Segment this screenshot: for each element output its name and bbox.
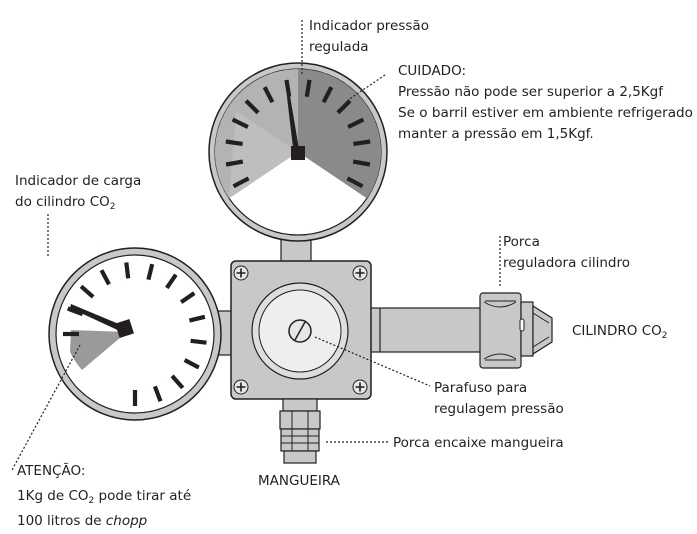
pressure-gauge-tick (284, 79, 292, 98)
atencao-line1-a: 1Kg de CO (17, 488, 89, 504)
regulator-body (230, 260, 372, 400)
pressure-gauge-tick (225, 159, 244, 167)
leader-parafuso (314, 336, 431, 387)
carga-text: do cilindro CO (15, 194, 110, 210)
charge-gauge-tick (190, 338, 207, 345)
carga-subscript: 2 (110, 202, 116, 212)
label-indicador-pressao-line2: regulada (309, 39, 369, 55)
charge-gauge-tick (188, 314, 206, 323)
label-porca-encaixe: Porca encaixe mangueira (393, 435, 564, 451)
label-indicador-carga-line2: do cilindro CO2 (15, 194, 116, 212)
pressure-gauge-tick (231, 117, 249, 129)
charge-gauge-tick (146, 263, 155, 281)
plus-screw-icon (352, 379, 368, 395)
plus-screw-icon (233, 379, 249, 395)
charge-gauge-tick (170, 374, 185, 390)
cylinder-nut (479, 292, 553, 369)
pressure-gauge-tick (347, 117, 365, 129)
cylinder-charge-gauge (48, 247, 222, 421)
charge-gauge-tick (124, 262, 131, 279)
right-pipe (369, 307, 483, 353)
plus-screw-icon (233, 265, 249, 281)
charge-gauge-tick (99, 269, 111, 286)
pressure-gauge-tick (321, 86, 334, 104)
charge-gauge-scale (63, 262, 207, 406)
label-atencao-title: ATENÇÃO: (17, 462, 85, 479)
label-indicador-pressao-line1: Indicador pressão (309, 18, 429, 34)
pressure-zone-danger (298, 68, 382, 199)
label-porca-reguladora-line1: Porca (503, 234, 540, 250)
charge-gauge-tick (66, 306, 84, 317)
charge-needle-hub (115, 319, 134, 338)
label-parafuso-line2: regulagem pressão (434, 401, 564, 417)
pressure-gauge-tick (353, 139, 371, 146)
label-cuidado-line1: Pressão não pode ser superior a 2,5Kgf (398, 84, 664, 100)
atencao-line1-b: pode tirar até (94, 488, 191, 504)
pressure-gauge-tick (336, 99, 352, 115)
atencao-subscript: 2 (89, 496, 95, 506)
pressure-gauge (208, 62, 388, 242)
label-atencao-line2: 100 litros de chopp (17, 513, 147, 529)
charge-zone-low (70, 330, 127, 370)
label-mangueira: MANGUEIRA (258, 473, 341, 489)
label-indicador-carga-line1: Indicador de carga (15, 173, 141, 189)
pressure-gauge-tick (244, 99, 260, 115)
pressure-zone-safe-light (229, 111, 298, 199)
leader-atencao (11, 344, 81, 471)
pressure-needle-hub (291, 146, 305, 160)
label-cuidado-line3: manter a pressão em 1,5Kgf. (398, 126, 594, 142)
cilindro-text: CILINDRO CO (572, 323, 662, 339)
leader-cuidado (347, 74, 386, 101)
cilindro-subscript: 2 (662, 331, 668, 341)
charge-gauge-tick (165, 273, 178, 290)
label-cuidado-title: CUIDADO: (398, 63, 466, 79)
atencao-line2-a: 100 litros de (17, 513, 106, 529)
charge-gauge-tick (152, 385, 163, 403)
slotted-screw-icon[interactable] (288, 319, 312, 343)
charge-gauge-tick (179, 291, 196, 304)
pressure-gauge-scale (225, 79, 371, 189)
pressure-gauge-tick (225, 139, 243, 146)
hose-nut (279, 398, 321, 464)
charge-gauge-tick (183, 358, 200, 370)
label-parafuso-line1: Parafuso para (434, 380, 527, 396)
atencao-line2-chopp: chopp (106, 513, 147, 529)
pressure-gauge-tick (232, 176, 250, 189)
charge-gauge-tick (79, 284, 95, 299)
pressure-gauge-tick (262, 86, 275, 104)
pressure-gauge-tick (346, 176, 364, 189)
label-cuidado-line2: Se o barril estiver em ambiente refriger… (398, 105, 693, 121)
pressure-gauge-tick (352, 159, 371, 167)
plus-screw-icon (352, 265, 368, 281)
label-atencao-line1: 1Kg de CO2 pode tirar até (17, 488, 191, 506)
label-cilindro-co2: CILINDRO CO2 (572, 323, 668, 341)
pressure-needle (287, 96, 300, 156)
pressure-gauge-tick (304, 79, 312, 98)
charge-needle (70, 304, 126, 333)
label-porca-reguladora-line2: reguladora cilindro (503, 255, 630, 271)
